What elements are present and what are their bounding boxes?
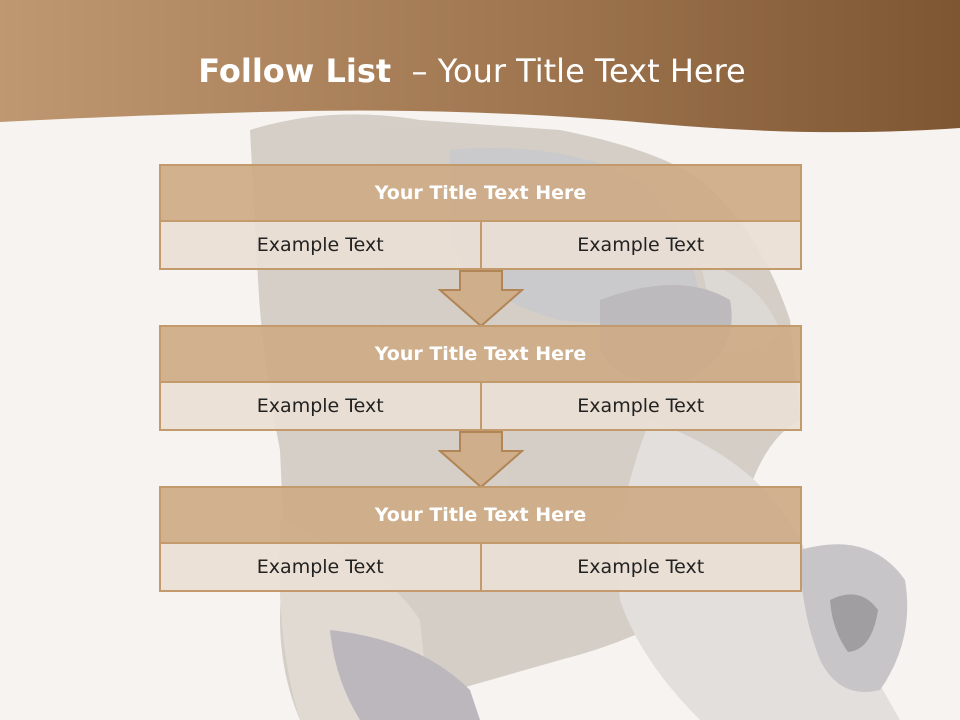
list-block-2: Your Title Text Here Example Text Exampl…	[159, 325, 802, 431]
slide-title-bold: Follow List	[198, 52, 392, 90]
block-row: Example Text Example Text	[161, 383, 800, 429]
block-cell-left: Example Text	[161, 383, 480, 429]
list-block-3: Your Title Text Here Example Text Exampl…	[159, 486, 802, 592]
block-row: Example Text Example Text	[161, 544, 800, 590]
slide-title: Follow List – Your Title Text Here	[0, 52, 944, 90]
down-arrow-icon	[438, 431, 524, 489]
block-cell-right: Example Text	[479, 222, 800, 268]
down-arrow-icon	[438, 270, 524, 328]
block-cell-left: Example Text	[161, 222, 480, 268]
list-block-1: Your Title Text Here Example Text Exampl…	[159, 164, 802, 270]
block-cell-left: Example Text	[161, 544, 480, 590]
block-row: Example Text Example Text	[161, 222, 800, 268]
block-title: Your Title Text Here	[161, 488, 800, 544]
block-cell-right: Example Text	[479, 544, 800, 590]
slide-title-rest: – Your Title Text Here	[411, 52, 746, 90]
header-banner	[0, 0, 960, 133]
block-title: Your Title Text Here	[161, 327, 800, 383]
block-cell-right: Example Text	[479, 383, 800, 429]
block-title: Your Title Text Here	[161, 166, 800, 222]
